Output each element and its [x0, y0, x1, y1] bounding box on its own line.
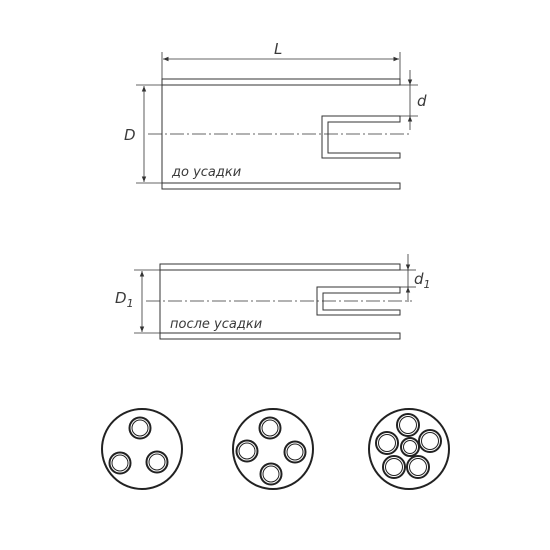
cutaway-wall: [321, 115, 401, 159]
core-2: [108, 451, 132, 475]
core-5: [406, 455, 430, 479]
core-2: [375, 431, 399, 455]
cutaway-wall: [316, 286, 401, 316]
tube-top-wall: [161, 78, 401, 86]
tube-after-shrink: D1 d1 после усадки: [115, 254, 431, 340]
core-1: [258, 416, 282, 440]
outer-diameter-after-label: D1: [115, 289, 134, 310]
cross-section-3-cores: [101, 408, 183, 490]
length-label: L: [274, 40, 282, 58]
inner-diameter-after-label: d1: [414, 270, 431, 291]
core-3: [283, 440, 307, 464]
before-shrink-caption: до усадки: [171, 165, 241, 180]
cross-section-4-cores: [232, 408, 314, 490]
cross-section-6-cores: [368, 408, 450, 490]
core-3: [145, 450, 169, 474]
core-4: [382, 455, 406, 479]
outer-diameter-label: D: [124, 126, 136, 144]
tube-top-wall: [159, 263, 401, 271]
core-4: [259, 462, 283, 486]
inner-diameter-label: d: [417, 92, 427, 110]
tube-bottom-wall: [161, 182, 401, 190]
core-1: [396, 413, 420, 437]
core-3: [418, 429, 442, 453]
core-1: [128, 416, 152, 440]
after-shrink-caption: после усадки: [170, 317, 262, 332]
core-6: [400, 437, 420, 457]
tube-before-shrink: L D d до усадки: [124, 40, 427, 190]
tube-bottom-wall: [159, 332, 401, 340]
core-2: [235, 439, 259, 463]
